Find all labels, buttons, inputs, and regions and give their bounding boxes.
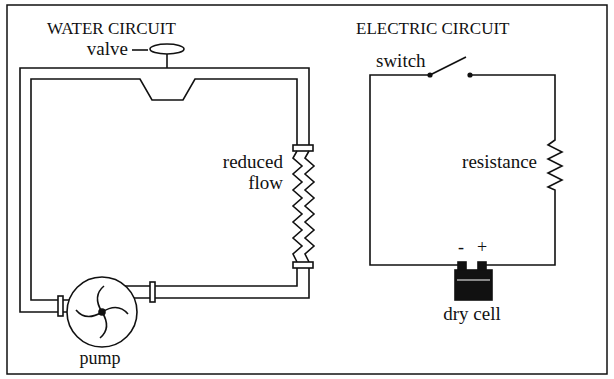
switch-symbol [428,57,472,77]
panel-heading: ELECTRIC CIRCUIT [356,20,509,39]
frame [7,5,607,374]
terminal-sign: - [458,238,464,258]
valve-symbol [132,44,184,68]
terminal-sign: + [477,238,487,258]
panel-heading: WATER CIRCUIT [47,20,176,39]
battery-symbol [455,262,492,300]
part-label: dry cell [443,304,501,325]
leader-line [132,49,148,51]
pipe [20,68,314,316]
part-label: valve [87,39,128,60]
pump-symbol [67,277,137,347]
wire [370,75,562,265]
part-label: resistance [462,152,537,173]
part-label: reduced flow [223,152,283,194]
part-label: pump [79,349,120,369]
part-label: switch [376,51,426,72]
